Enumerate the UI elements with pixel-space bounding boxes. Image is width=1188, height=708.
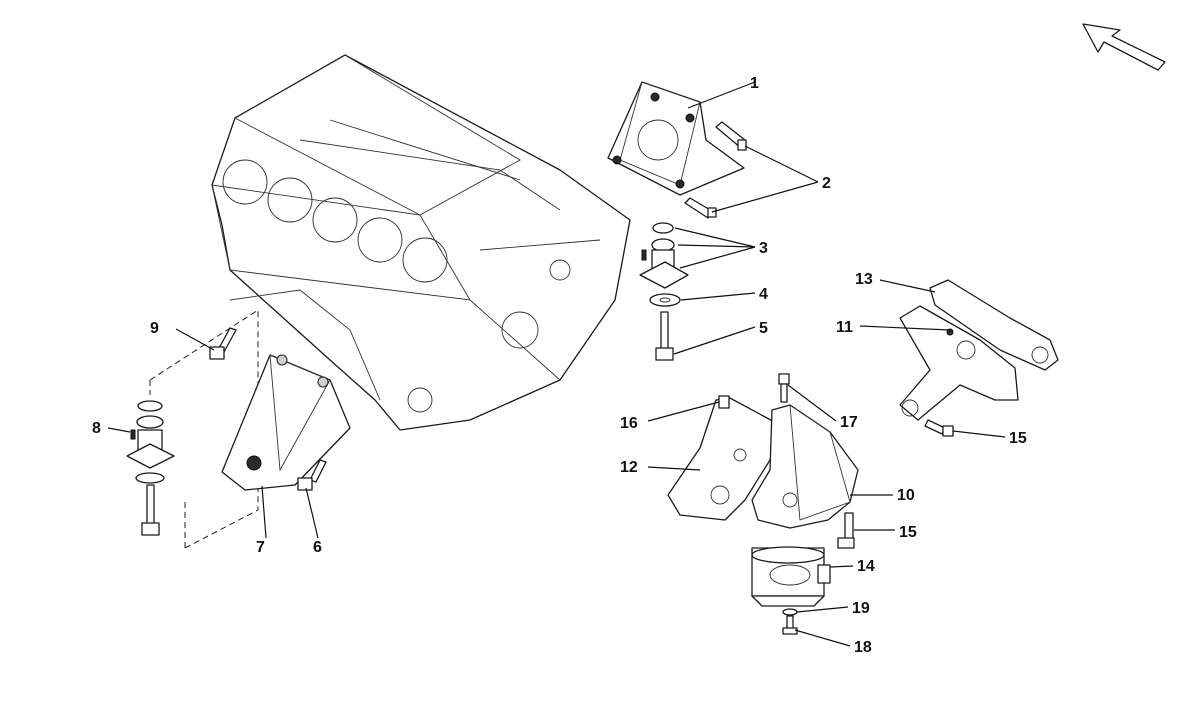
part-15-lower-bolt — [837, 512, 855, 549]
part-6-bolt — [297, 459, 327, 491]
label-part-7: 7 — [256, 539, 265, 556]
label-part-13: 13 — [855, 271, 873, 288]
direction-arrow-icon — [1082, 23, 1166, 71]
label-part-6: 6 — [313, 539, 322, 556]
part-5-bolt — [655, 311, 674, 361]
label-part-2: 2 — [822, 175, 831, 192]
label-part-12: 12 — [620, 459, 638, 476]
label-part-15-upper: 15 — [1009, 430, 1027, 447]
label-part-3: 3 — [759, 240, 768, 257]
part-2-bolts — [684, 121, 747, 219]
part-labels: 1 2 3 4 5 9 8 7 6 13 11 15 16 17 12 10 1… — [92, 75, 1027, 656]
label-part-18: 18 — [854, 639, 872, 656]
engine-block — [211, 54, 631, 431]
label-part-16: 16 — [620, 415, 638, 432]
part-14-hydro-mount — [751, 546, 831, 607]
part-3-rubber-mount — [639, 222, 689, 289]
part-1-upper-mount — [607, 81, 745, 196]
part-16-bolt — [718, 395, 730, 409]
dashed-assembly-outline — [149, 309, 259, 549]
label-part-1: 1 — [750, 75, 759, 92]
part-9-bolt — [209, 327, 237, 360]
part-19-washer — [782, 608, 798, 616]
label-part-17: 17 — [840, 414, 858, 431]
label-part-9: 9 — [150, 320, 159, 337]
label-part-8: 8 — [92, 420, 101, 437]
part-11-bracket — [899, 305, 1019, 421]
part-15-upper-bolt — [924, 419, 954, 437]
part-10-bracket — [751, 404, 859, 529]
part-4-washer — [649, 293, 681, 307]
label-part-4: 4 — [759, 286, 768, 303]
label-part-11: 11 — [836, 319, 853, 336]
part-18-bolt — [782, 615, 798, 635]
part-13-bracket — [929, 279, 1059, 371]
label-part-10: 10 — [897, 487, 915, 504]
part-7-engine-bracket — [221, 354, 351, 491]
leader-lines — [107, 81, 1006, 647]
part-8-left-rubber-mount — [126, 400, 175, 536]
label-part-19: 19 — [852, 600, 870, 617]
part-17-bolt — [778, 373, 790, 403]
label-part-5: 5 — [759, 320, 768, 337]
label-part-15-lower: 15 — [899, 524, 917, 541]
label-part-14: 14 — [857, 558, 875, 575]
